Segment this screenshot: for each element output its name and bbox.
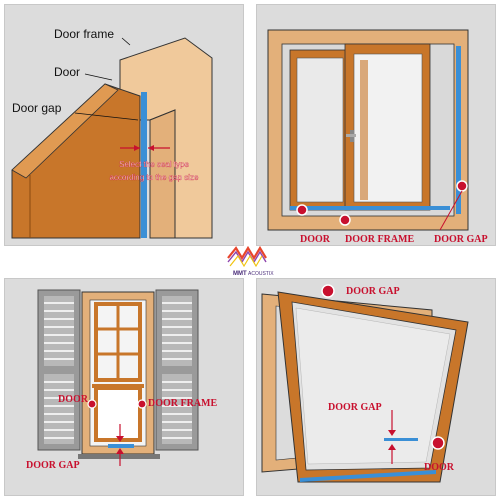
shutter-window-diagram — [37, 289, 199, 466]
label-door-frame: Door frame — [54, 27, 114, 41]
label-door-gap: Door gap — [12, 101, 62, 115]
brand-logo — [227, 245, 267, 268]
label-door: Door — [54, 65, 80, 79]
awning-window-diagram — [261, 284, 469, 483]
sliding-window-diagram — [267, 29, 469, 231]
label-door-gap-top-p4: DOOR GAP — [346, 286, 400, 297]
logo-sub: ACOUSTIX — [248, 271, 274, 277]
door-gap-diagram — [11, 37, 213, 239]
seal-note-line-1: Select the seal type — [119, 160, 189, 169]
blue-seal-strip — [141, 92, 147, 238]
label-door-p2: DOOR — [300, 234, 331, 245]
label-door-p3: DOOR — [58, 394, 89, 405]
label-door-gap-p2: DOOR GAP — [434, 234, 488, 245]
logo-name: MMT — [233, 271, 247, 277]
label-door-frame-p3: DOOR FRAME — [148, 398, 217, 409]
label-door-frame-p2: DOOR FRAME — [345, 234, 414, 245]
label-door-p4: DOOR — [424, 462, 455, 473]
seal-note-line-2: according to the gap size — [110, 173, 199, 182]
label-door-gap-mid-p4: DOOR GAP — [328, 402, 382, 413]
label-door-gap-p3: DOOR GAP — [26, 460, 80, 471]
